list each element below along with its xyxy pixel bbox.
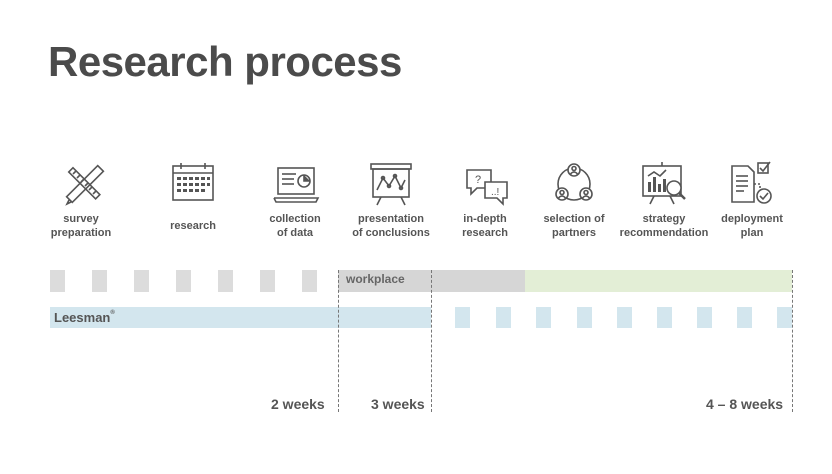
step-label: research	[170, 220, 216, 232]
timeline-blue-square	[536, 307, 551, 328]
timeline-gray-square	[92, 270, 107, 292]
step-label: collection of data	[269, 213, 321, 239]
timeline-blue-square	[777, 307, 792, 328]
timeline-blue-square	[657, 307, 672, 328]
timeline-gray-square	[50, 270, 65, 292]
step-label: strategy recommendation	[619, 213, 709, 239]
timeline-gray-square	[176, 270, 191, 292]
step-label: survey preparation	[50, 213, 112, 239]
phase-divider	[792, 270, 793, 412]
timeline-blue-square	[577, 307, 592, 328]
timeline-gray-square	[218, 270, 233, 292]
leesman-label: Leesman®	[54, 310, 115, 325]
presentation-board-icon	[367, 160, 415, 208]
calendar-icon	[169, 160, 217, 208]
ruler-pencil-icon	[61, 160, 109, 208]
svg-text:?: ?	[475, 174, 481, 186]
svg-text:..!: ..!	[491, 187, 499, 198]
timeline-blue-square	[617, 307, 632, 328]
speech-bubbles-icon: ? ..!	[463, 160, 511, 208]
timeline-blue-square	[737, 307, 752, 328]
timeline-gray-square	[134, 270, 149, 292]
timeline-gray-square	[302, 270, 317, 292]
timeline-gray-square	[260, 270, 275, 292]
duration-phase-1: 2 weeks	[271, 396, 325, 412]
step-label: selection of partners	[543, 213, 605, 239]
phase-divider	[338, 270, 339, 412]
chart-magnifier-icon	[640, 160, 688, 208]
implementation-bar	[525, 270, 792, 292]
people-network-icon	[550, 160, 598, 208]
phase-divider	[431, 270, 432, 412]
timeline-blue-square	[455, 307, 470, 328]
laptop-chart-icon	[272, 160, 320, 208]
timeline-blue-square	[496, 307, 511, 328]
step-label: presentation of conclusions	[352, 213, 430, 239]
workplace-label: workplace	[346, 272, 405, 286]
duration-phase-3: 4 – 8 weeks	[706, 396, 784, 412]
step-label: deployment plan	[721, 213, 783, 239]
leesman-bar	[50, 307, 431, 328]
timeline-blue-square	[697, 307, 712, 328]
document-checklist-icon	[728, 160, 776, 208]
step-label: in-depth research	[462, 213, 508, 239]
page-title: Research process	[48, 38, 402, 85]
duration-phase-2: 3 weeks	[371, 396, 425, 412]
